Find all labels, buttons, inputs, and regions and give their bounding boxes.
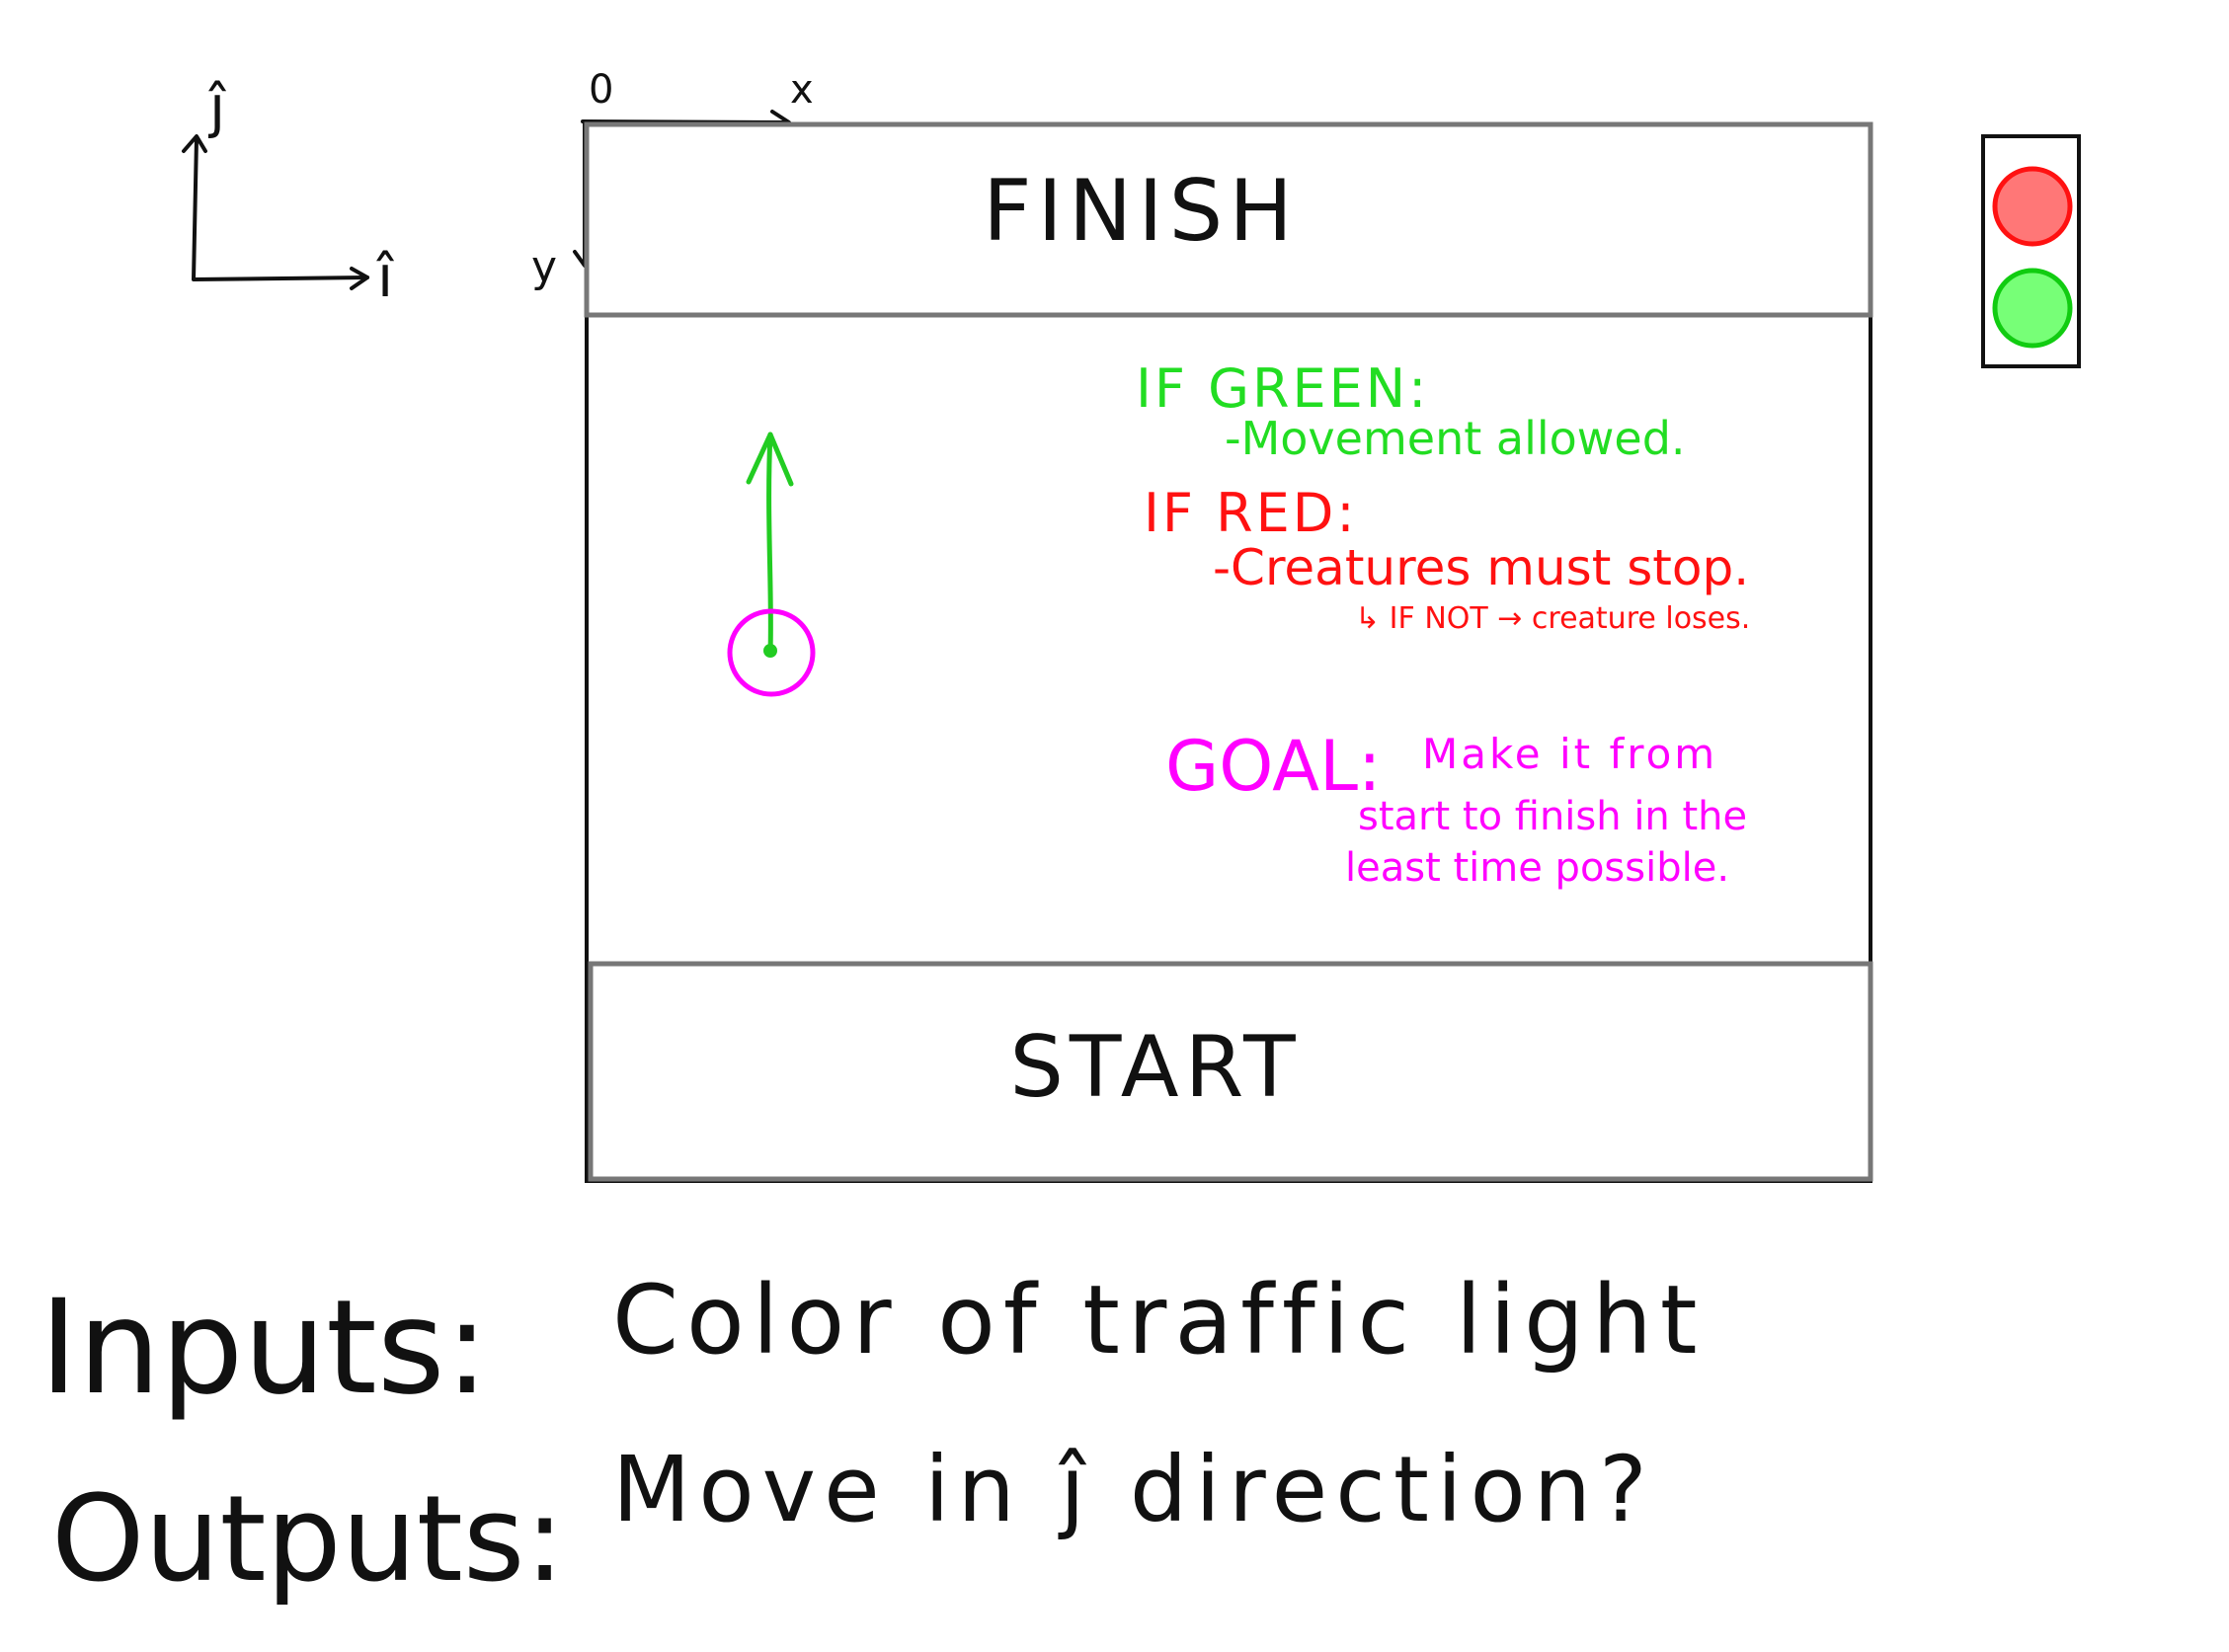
finish-zone (584, 121, 1873, 318)
creature (727, 432, 816, 697)
goal-line-3: least time possible. (1345, 845, 1729, 891)
green-rule-text: -Movement allowed. (1225, 412, 1686, 465)
creature-center-dot (763, 644, 777, 658)
movement-arrow-head (746, 432, 794, 487)
i-hat-label: î (376, 243, 395, 310)
red-rule-consequence: ↳ IF NOT → creature loses. (1355, 601, 1750, 636)
goal-line-1: Make it from (1422, 730, 1717, 778)
inputs-label: Inputs: (40, 1272, 489, 1424)
start-zone (588, 961, 1873, 1182)
red-rule-text: -Creatures must stop. (1213, 539, 1749, 596)
j-hat-label: ĵ (207, 73, 227, 140)
arena: FINISH START (584, 121, 1873, 1183)
creature-ring (727, 608, 816, 697)
finish-label: FINISH (983, 162, 1299, 261)
y-axis-label: y (531, 242, 557, 292)
movement-arrow (766, 432, 773, 655)
origin-label: 0 (589, 67, 613, 113)
io-section: Inputs: Color of traffic light Outputs: … (40, 1265, 1705, 1609)
outputs-value: Move in ĵ direction? (612, 1437, 1655, 1542)
goal-line-2: start to finish in the (1358, 794, 1747, 839)
rules: IF GREEN: -Movement allowed. IF RED: -Cr… (1136, 357, 1750, 891)
traffic-light-green-lamp (1992, 268, 2073, 349)
green-rule-heading: IF GREEN: (1136, 357, 1429, 420)
start-label: START (1009, 1018, 1301, 1117)
red-rule-heading: IF RED: (1144, 482, 1358, 544)
outputs-label: Outputs: (51, 1471, 565, 1609)
inputs-value: Color of traffic light (612, 1265, 1705, 1376)
traffic-light (1981, 134, 2081, 368)
x-axis-label: x (790, 67, 814, 113)
unit-vector-axes: ĵ î (182, 73, 395, 310)
goal-heading: GOAL: (1165, 726, 1382, 807)
traffic-light-red-lamp (1992, 166, 2073, 247)
